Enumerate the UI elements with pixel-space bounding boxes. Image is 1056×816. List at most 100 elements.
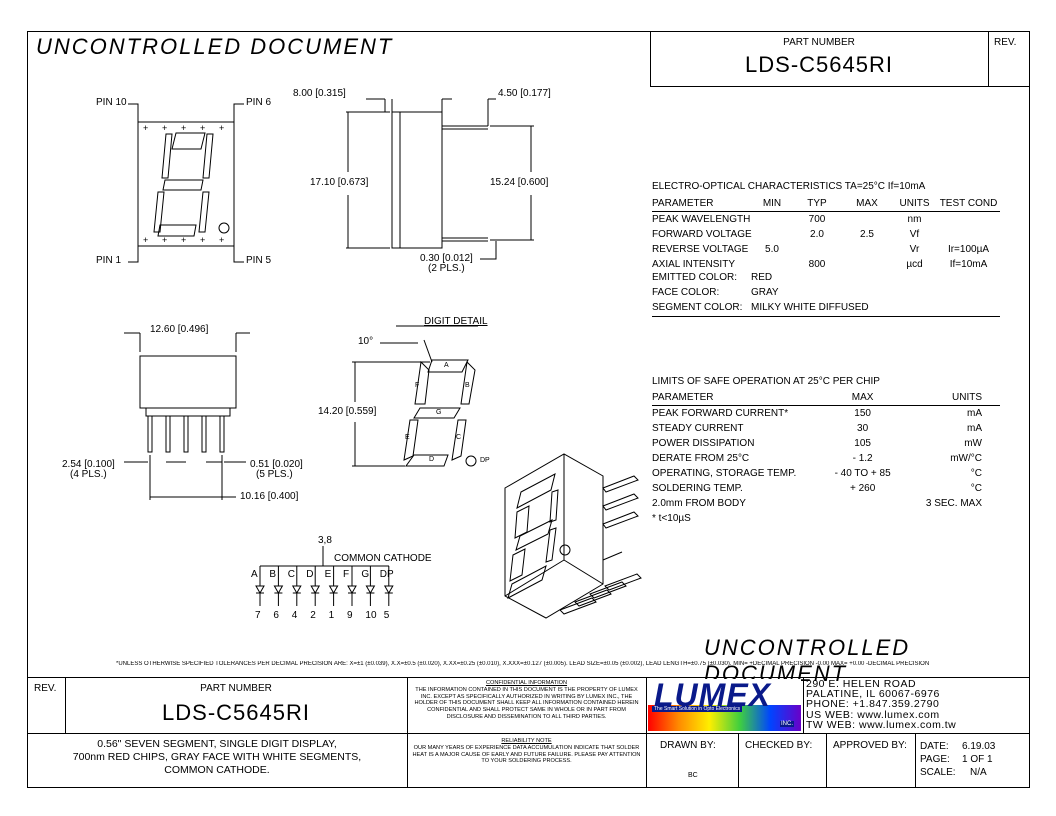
confidential-title: CONFIDENTIAL INFORMATION — [485, 680, 568, 686]
front-seg-e — [153, 191, 165, 233]
eo-cell — [842, 242, 892, 257]
safe-op-cell: STEADY CURRENT — [652, 423, 744, 434]
pin10-label: PIN 10 — [96, 97, 127, 108]
safe-op-cell: 2.0mm FROM BODY — [652, 498, 746, 509]
circuit-pin-label: 9 — [347, 610, 353, 621]
circuit-segment-label: A — [251, 569, 258, 580]
doc-meta: DATE:6.19.03 PAGE:1 OF 1 SCALE:N/A — [920, 740, 995, 779]
safe-op-header-cell: PARAMETER — [652, 390, 817, 406]
safe-op-cell: - 1.2 — [852, 453, 873, 464]
eo-cell: REVERSE VOLTAGE — [652, 244, 749, 255]
seg-d-label: D — [429, 456, 435, 463]
address-line-1: 290 E. HELEN ROAD — [806, 678, 917, 690]
eo-cell — [842, 257, 892, 272]
tb-left-mid — [27, 733, 407, 734]
detail-seg-a — [427, 359, 469, 373]
front-seg-c — [198, 191, 210, 233]
tb-part-number: LDS-C5645RI — [162, 700, 310, 725]
dim-pin-row: 10.16 [0.400] — [240, 491, 299, 502]
drawn-by-label: DRAWN BY: — [660, 740, 716, 751]
seg-a-label: A — [444, 362, 449, 369]
header-bottom-line — [650, 86, 1030, 87]
part-number-label: PART NUMBER — [783, 37, 855, 48]
seg-g-label: G — [436, 409, 442, 416]
tb-right-mid — [407, 733, 1030, 734]
eo-cell: 700 — [808, 214, 826, 225]
detail-seg-d — [405, 454, 449, 467]
circuit-pin-label: 1 — [328, 610, 335, 621]
diode-symbol — [365, 585, 376, 595]
svg-text:+: + — [181, 123, 186, 133]
circuit-schematic — [255, 546, 394, 606]
description-line-1: 0.56" SEVEN SEGMENT, SINGLE DIGIT DISPLA… — [97, 738, 337, 750]
detail-seg-c — [451, 419, 467, 461]
reliability-block: RELIABILITY NOTE OUR MANY YEARS OF EXPER… — [409, 738, 644, 765]
dim-lead-width: 0.51 [0.020] — [250, 459, 303, 470]
eo-cell — [937, 212, 1000, 228]
eo-cell: 5.0 — [765, 244, 779, 255]
seg-b-label: B — [465, 382, 470, 389]
circuit-pin-label: 10 — [365, 610, 377, 621]
eo-table-bottom — [652, 316, 1000, 317]
safe-op-header-cell: UNITS — [908, 390, 1000, 406]
svg-text:+: + — [219, 235, 224, 245]
front-seg-a — [171, 132, 206, 150]
dim-lead-width-count: (5 PLS.) — [256, 469, 293, 480]
description-line-2: 700nm RED CHIPS, GRAY FACE WITH WHITE SE… — [72, 751, 362, 763]
safe-op-cell: PEAK FORWARD CURRENT* — [652, 408, 789, 419]
circuit-segment-label: DP — [379, 569, 394, 580]
us-web: US WEB: www.lumex.com — [806, 708, 940, 721]
reliability-text: OUR MANY YEARS OF EXPERIENCE DATA ACCUMU… — [412, 744, 641, 765]
safe-op-cell: OPERATING, STORAGE TEMP. — [652, 468, 797, 479]
circuit-segment-label: F — [343, 569, 350, 580]
scale-label: SCALE: — [920, 767, 956, 778]
safe-op-row: DERATE FROM 25°C - 1.2 mW/°C — [652, 451, 1000, 466]
seg-f-label: F — [415, 382, 420, 389]
safe-op-cell: 150 — [854, 408, 871, 419]
seg-dp-label: DP — [480, 457, 490, 464]
tb-logo-divider — [803, 677, 804, 733]
drawing-sheet — [27, 31, 1030, 788]
eo-cell: nm — [907, 214, 922, 225]
svg-text:+: + — [200, 123, 205, 133]
diode-symbol — [328, 585, 339, 595]
safe-op-row: OPERATING, STORAGE TEMP.- 40 TO + 85°C — [652, 466, 1000, 481]
eo-header-cell: TEST COND — [937, 196, 1000, 212]
detail-dp — [465, 455, 477, 467]
front-plus-marks: +++++ +++++ — [143, 123, 224, 245]
safe-op-header-cell: MAX — [816, 390, 909, 406]
scale-value: N/A — [970, 767, 987, 778]
safe-op-title: LIMITS OF SAFE OPERATION AT 25°C PER CHI… — [652, 376, 880, 387]
eo-cell: 2.5 — [860, 229, 874, 240]
safe-op-cell: SOLDERING TEMP. — [652, 483, 743, 494]
safe-op-cell: 30 — [857, 423, 869, 434]
svg-text:+: + — [219, 123, 224, 133]
safe-op-cell: mW/°C — [950, 453, 982, 464]
safe-op-cell: DERATE FROM 25°C — [652, 453, 750, 464]
front-seg-b — [202, 133, 214, 179]
header-rev-divider — [988, 31, 989, 86]
segment-color-value: MILKY WHITE DIFFUSED — [751, 302, 869, 313]
page-value: 1 OF 1 — [962, 754, 993, 765]
svg-text:+: + — [162, 123, 167, 133]
diode-symbol — [255, 585, 265, 595]
pin5-label: PIN 5 — [246, 255, 272, 266]
svg-text:+: + — [143, 123, 148, 133]
reliability-title: RELIABILITY NOTE — [501, 738, 552, 744]
header-divider — [650, 31, 651, 86]
svg-text:+: + — [200, 235, 205, 245]
tb-divider-2 — [646, 677, 647, 788]
address-line-2: PALATINE, IL 60067-6976 — [806, 688, 940, 701]
dim-lead-thickness-count: (2 PLS.) — [428, 263, 465, 274]
segment-color-label: SEGMENT COLOR: — [652, 302, 743, 313]
cc-pins-label: 3,8 — [318, 535, 332, 546]
safe-op-row: SOLDERING TEMP.+ 260°C — [652, 481, 1000, 496]
eo-header-cell: MAX — [842, 196, 892, 212]
safe-op-cell: 105 — [854, 438, 871, 449]
rev-label: REV. — [994, 37, 1017, 48]
confidential-text: THE INFORMATION CONTAINED IN THIS DOCUME… — [414, 686, 639, 720]
